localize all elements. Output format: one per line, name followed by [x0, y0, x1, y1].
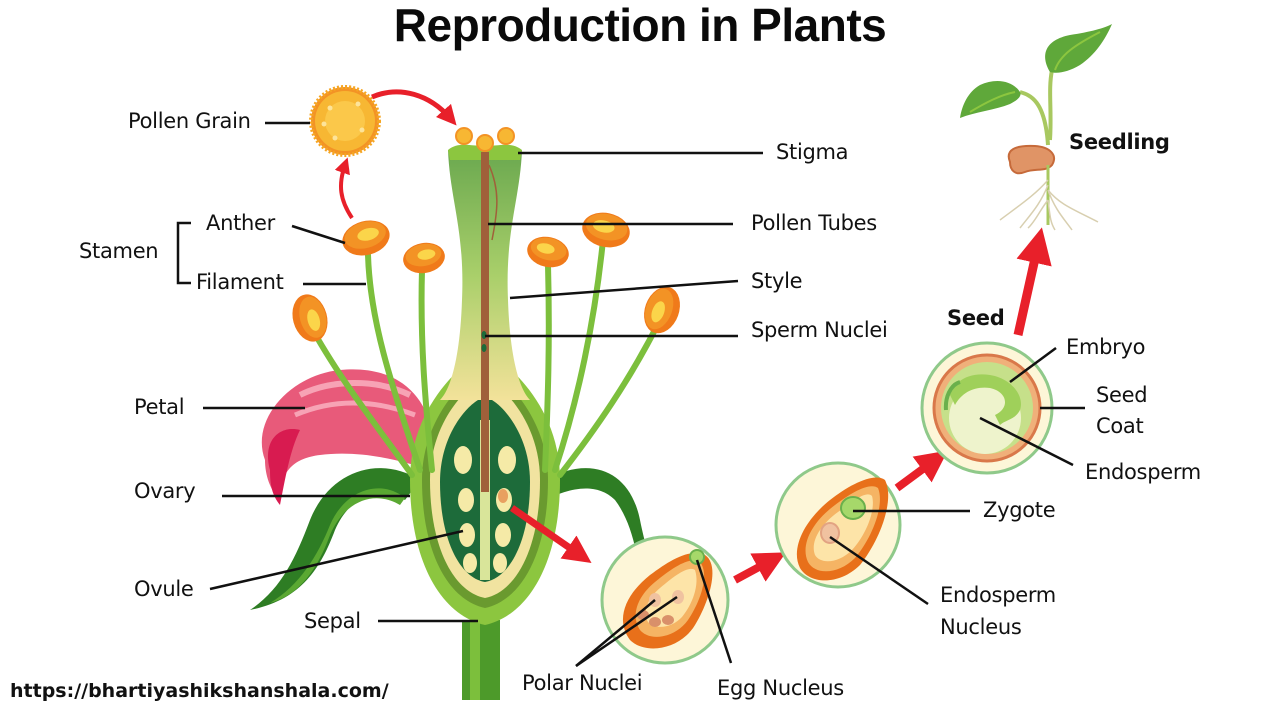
anthers — [292, 212, 680, 342]
label-pollen-tubes: Pollen Tubes — [751, 211, 877, 235]
label-seed-coat-line1: Seed — [1096, 383, 1148, 407]
label-endosperm: Endosperm — [1085, 460, 1201, 484]
label-anther: Anther — [206, 211, 275, 235]
label-zygote: Zygote — [983, 498, 1056, 522]
label-sperm-nuclei: Sperm Nuclei — [751, 318, 888, 342]
filaments — [307, 237, 663, 478]
label-egg-nucleus: Egg Nucleus — [717, 676, 844, 700]
label-filament: Filament — [196, 270, 284, 294]
flower-stem — [462, 620, 500, 700]
stigma-pollen — [455, 127, 515, 152]
page-title: Reproduction in Plants — [393, 0, 887, 51]
ovule-stage-zygote — [774, 461, 902, 589]
label-endosperm-nucleus-line1: Endosperm — [940, 583, 1056, 607]
pollen-grain — [309, 85, 381, 157]
sepal-left — [250, 468, 420, 610]
label-embryo: Embryo — [1066, 335, 1146, 359]
label-seed: Seed — [947, 306, 1005, 330]
seedling — [960, 24, 1112, 231]
label-seedling: Seedling — [1069, 130, 1170, 154]
label-ovule: Ovule — [134, 577, 194, 601]
label-petal: Petal — [134, 395, 185, 419]
ovules — [454, 446, 516, 573]
label-ovary: Ovary — [134, 479, 196, 503]
leader-lines — [176, 121, 1085, 668]
label-style: Style — [751, 269, 803, 293]
label-stamen: Stamen — [79, 239, 159, 263]
pollen-tube — [481, 152, 498, 492]
label-seed-coat-line2: Coat — [1096, 414, 1144, 438]
label-pollen-grain: Pollen Grain — [128, 109, 251, 133]
label-sepal: Sepal — [304, 609, 361, 633]
sepal-right — [545, 468, 655, 570]
label-endosperm-nucleus-line2: Nucleus — [940, 615, 1022, 639]
source-url: https://bhartiyashikshanshala.com/ — [10, 680, 389, 702]
ovule-stage-fertilization — [600, 535, 730, 665]
label-polar-nuclei: Polar Nuclei — [522, 671, 643, 695]
label-stigma: Stigma — [776, 140, 849, 164]
process-arrows — [334, 89, 1052, 584]
seed-cross-section — [920, 341, 1054, 475]
